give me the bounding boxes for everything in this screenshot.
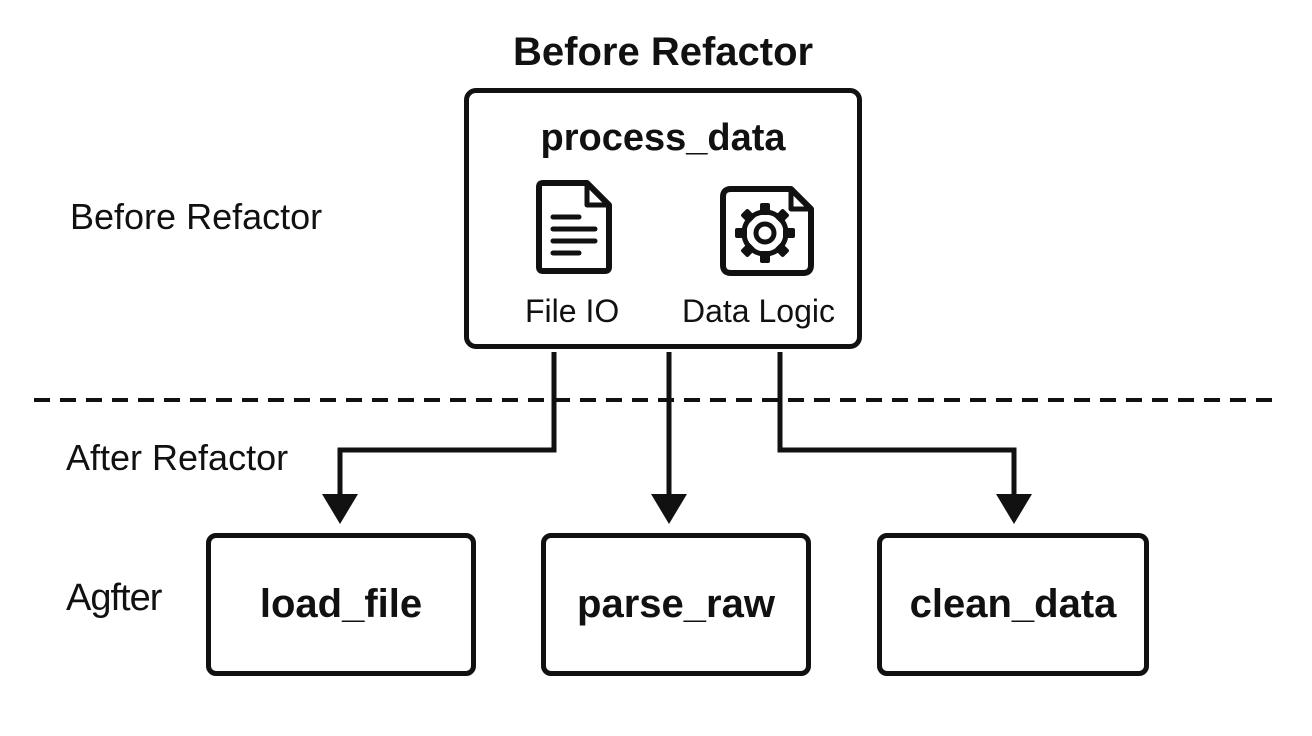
process-data-box: process_data: [464, 88, 862, 349]
before-section-label: Before Refactor: [70, 196, 323, 237]
data-logic-label: Data Logic: [682, 293, 835, 329]
parse-raw-box: parse_raw: [541, 533, 811, 676]
after-section-label: Agfter: [66, 577, 162, 619]
gear-document-icon: [719, 185, 815, 282]
load-file-label: load_file: [259, 582, 423, 626]
file-io-label: File IO: [525, 293, 620, 329]
arrowhead-parse-raw: [651, 494, 687, 524]
arrow-to-clean-data: [777, 352, 1017, 500]
arrowhead-load-file: [322, 494, 358, 524]
parse-raw-label: parse_raw: [577, 582, 775, 626]
arrow-to-load-file: [337, 352, 557, 500]
arrowhead-clean-data: [996, 494, 1032, 524]
load-file-box: load_file: [206, 533, 476, 676]
document-icon: [535, 179, 613, 280]
clean-data-label: clean_data: [909, 582, 1117, 626]
diagram-title: Before Refactor: [513, 30, 814, 74]
process-data-title: process_data: [540, 117, 786, 159]
after-section-heading: After Refactor: [66, 437, 289, 478]
clean-data-box: clean_data: [877, 533, 1149, 676]
